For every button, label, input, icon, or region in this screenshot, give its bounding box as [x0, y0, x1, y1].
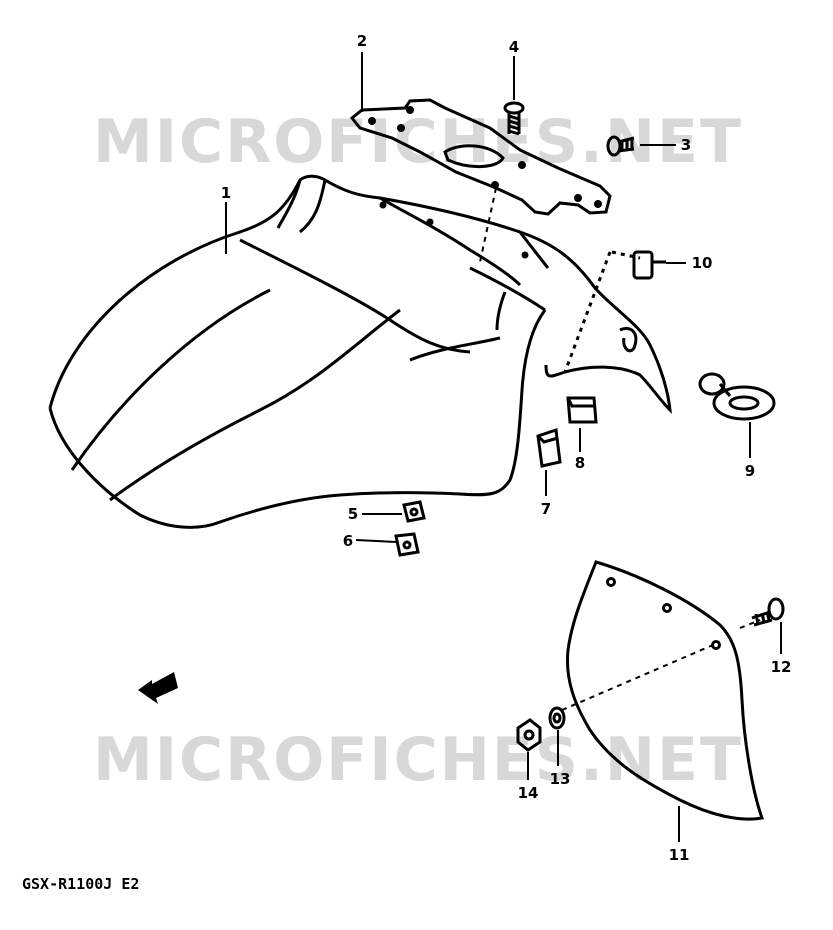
callout-10: 10 [692, 254, 713, 272]
screw-12 [751, 597, 785, 627]
screw-alignment-line [739, 619, 761, 629]
callout-12: 12 [771, 658, 792, 676]
leader-lines [225, 52, 782, 842]
callout-9: 9 [745, 462, 755, 480]
model-label: GSX-R1100J E2 [22, 875, 139, 893]
callout-5: 5 [348, 505, 358, 523]
grommet-9 [698, 372, 776, 421]
callout-2: 2 [357, 32, 367, 50]
mud-flap-11 [565, 560, 765, 821]
callout-14: 14 [518, 784, 539, 802]
fender-brace [349, 98, 612, 216]
front-fender [48, 174, 672, 529]
cushion-7 [536, 427, 562, 468]
cushion-8 [566, 396, 598, 424]
nut-6 [394, 532, 420, 557]
callout-13: 13 [550, 770, 571, 788]
callout-3: 3 [681, 136, 691, 154]
front-arrow-icon [138, 672, 178, 704]
callout-11: 11 [669, 846, 690, 864]
callout-8: 8 [575, 454, 585, 472]
alignment-line [479, 187, 497, 263]
nut-14 [516, 718, 542, 752]
nut-5 [402, 500, 426, 523]
screw-4 [503, 101, 525, 136]
flap-alignment-line [561, 641, 721, 711]
screw-3 [606, 135, 635, 157]
watermark-top: MICROFICHES.NET [93, 107, 743, 177]
callout-4: 4 [509, 38, 519, 56]
callout-6: 6 [343, 532, 353, 550]
callout-1: 1 [221, 184, 231, 202]
callout-7: 7 [541, 500, 551, 518]
washer-13 [548, 706, 566, 730]
clip-10 [632, 250, 666, 280]
watermark-bottom: MICROFICHES.NET [93, 725, 743, 795]
